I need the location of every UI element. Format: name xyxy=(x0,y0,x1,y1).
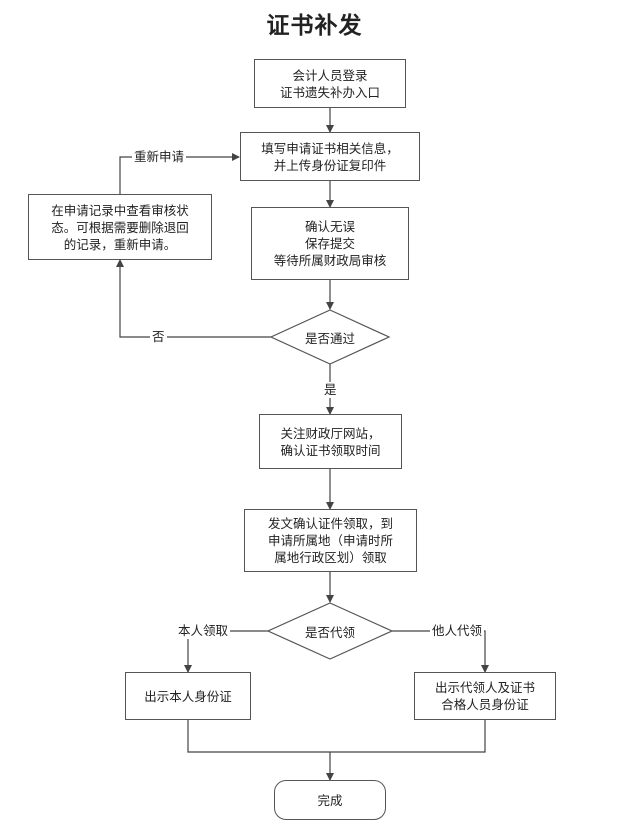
node-done: 完成 xyxy=(274,780,386,820)
node-show-proxy-id: 出示代领人及证书 合格人员身份证 xyxy=(414,672,556,720)
node-collect-certificate: 发文确认证件领取，到 申请所属地（申请时所 属地行政区划）领取 xyxy=(244,509,417,572)
diamond-proxy xyxy=(266,602,394,660)
edge-label-reapply: 重新申请 xyxy=(132,149,187,165)
node-login: 会计人员登录 证书遗失补办入口 xyxy=(254,59,406,108)
edge-self-merge xyxy=(187,720,330,753)
edge-label-other: 他人代领 xyxy=(430,623,485,639)
edge-reapply xyxy=(119,153,240,194)
node-check-status: 在申请记录中查看审核状 态。可根据需要删除退回 的记录，重新申请。 xyxy=(28,194,212,260)
decision-proxy-label: 是否代领 xyxy=(304,624,355,640)
decision-approved-label: 是否通过 xyxy=(304,330,355,346)
page-title: 证书补发 xyxy=(266,13,363,39)
edge-label-no: 否 xyxy=(150,329,167,345)
diamond-approved xyxy=(269,309,391,365)
node-confirm-submit: 确认无误 保存提交 等待所属财政局审核 xyxy=(251,207,409,280)
edge-label-yes: 是 xyxy=(322,382,339,398)
node-fill-info: 填写申请证书相关信息， 并上传身份证复印件 xyxy=(240,132,420,181)
edge-approved-no xyxy=(116,259,272,338)
node-follow-website: 关注财政厅网站， 确认证书领取时间 xyxy=(259,414,402,469)
edge-proxy-other xyxy=(392,630,489,673)
node-show-own-id: 出示本人身份证 xyxy=(125,672,251,720)
edge-other-merge xyxy=(330,720,486,753)
edge-label-self: 本人领取 xyxy=(176,623,231,639)
